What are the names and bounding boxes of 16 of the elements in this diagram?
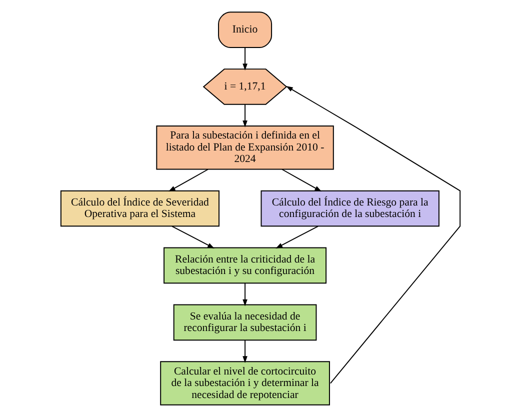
arrow [281,168,322,192]
arrow [242,340,247,364]
arrow [275,226,318,248]
arrow [285,86,460,384]
arrow [242,47,247,71]
arrow [168,168,208,192]
node-box: Calcular el nivel de cortocircuito de la subestación i y determinar la necesidad de repotenciar [160,361,330,406]
arrow [242,104,247,128]
node-box: Inicio [218,12,272,48]
arrow [242,282,247,306]
node-box: Se evalúa la necesidad de reconfigurar la subestación i [172,304,316,341]
node-box: Relación entre la criticidad de la subestación i y su configuración [163,247,326,284]
node-box: Para la subestación i definida en el listado del Plan de Expansión 2010 - 2024 [156,126,334,170]
arrow [171,226,214,248]
node-box: Cálculo del Índice de Severidad Operativa para el Sistema [60,190,219,227]
node-box: Cálculo del Índice de Riesgo para la configuración de la subestación i [260,190,439,227]
